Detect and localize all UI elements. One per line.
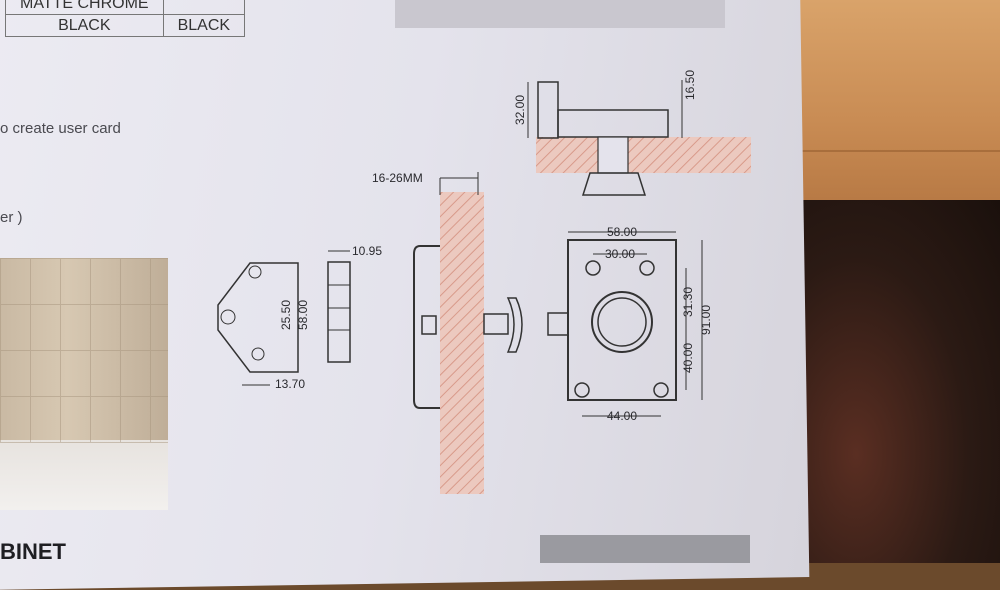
dim-16-50: 16.50	[683, 70, 697, 100]
dim-32: 32.00	[513, 95, 527, 125]
top-side-view: 32.00 16.50	[513, 70, 751, 196]
latch-bolt	[547, 312, 569, 336]
dim-58-left: 58.00	[296, 300, 310, 330]
mounting-panel	[536, 137, 751, 173]
knob-front	[591, 291, 653, 353]
top-photo-strip	[395, 0, 725, 28]
dim-10-95: 10.95	[352, 244, 382, 258]
side-text-line: er )	[0, 209, 23, 226]
side-text-line: o create user card	[0, 120, 121, 137]
lock-housing	[557, 109, 669, 138]
dim-58-top: 58.00	[607, 225, 637, 239]
dim-91: 91.00	[699, 305, 713, 335]
dim-44: 44.00	[607, 409, 637, 423]
dim-40: 40.00	[681, 343, 695, 373]
dim-30: 30.00	[605, 247, 635, 261]
section-view: 16-26MM	[372, 171, 523, 494]
section-heading: BINET	[0, 539, 66, 564]
locker-room-photo	[0, 258, 168, 510]
dim-25-50: 25.50	[279, 300, 293, 330]
finish-cell: BLACK	[162, 14, 246, 37]
lock-body-section	[413, 245, 440, 409]
dim-13-70: 13.70	[275, 377, 305, 391]
strike-plate-view: 10.95	[327, 244, 382, 363]
dim-16-26mm: 16-26MM	[372, 171, 423, 185]
bracket-view: 25.50 58.00 13.70	[217, 262, 310, 391]
locker-doors	[0, 258, 168, 443]
knob	[581, 172, 647, 196]
bottom-product-photo	[540, 535, 750, 563]
door-panel	[440, 192, 484, 494]
dim-31-30: 31.30	[681, 287, 695, 317]
shaft-section	[483, 313, 509, 335]
finish-cell: BLACK	[5, 14, 164, 37]
lock-side-body	[537, 81, 559, 139]
knob-section	[506, 297, 523, 353]
lock-front-body	[567, 239, 677, 401]
shaft	[597, 136, 629, 174]
technical-drawing: 32.00 16.50 25.50 58.00 13.70 10.95 16-2…	[217, 70, 751, 494]
front-view: 58.00 30.00 31.30 40.00 91.00 44.00	[547, 225, 713, 423]
